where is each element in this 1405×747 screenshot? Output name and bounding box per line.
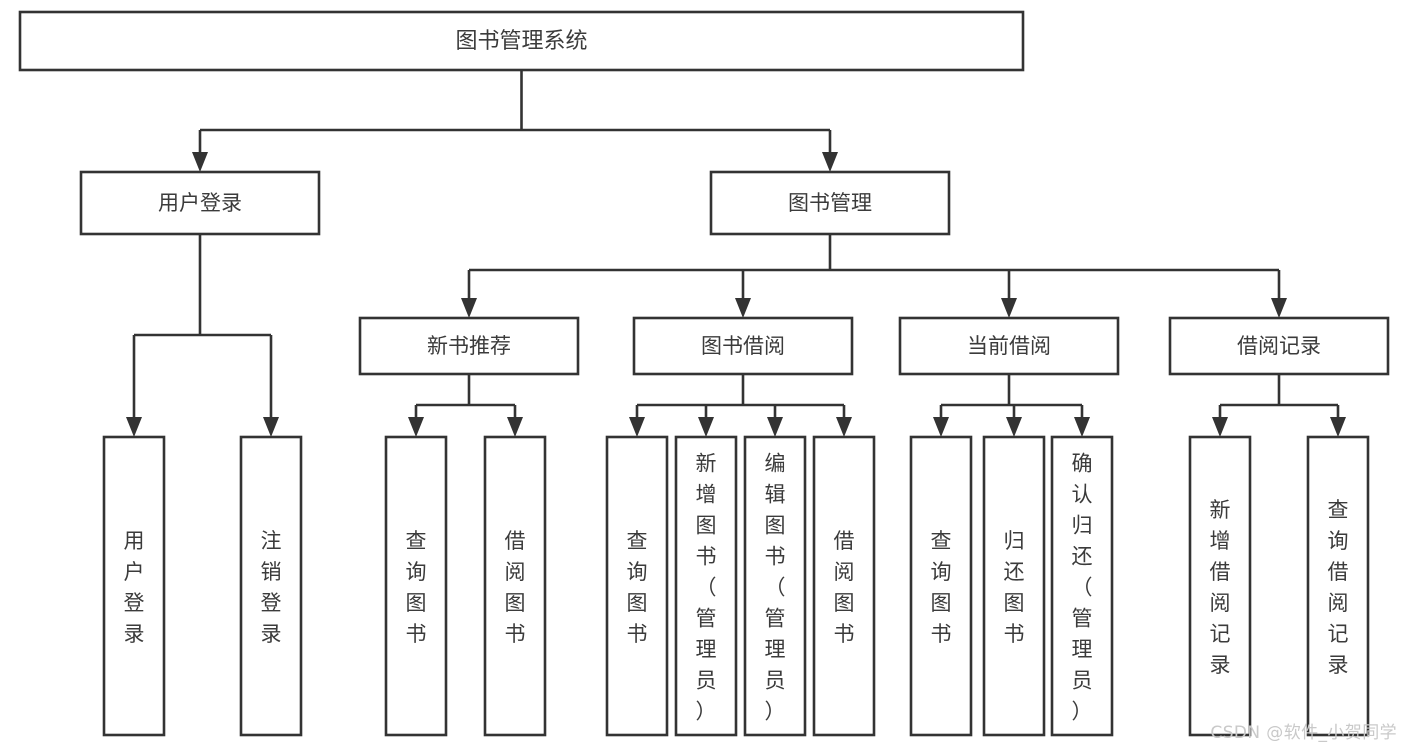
- connector-edges-layer: [126, 70, 1346, 437]
- node-leaf-borrow-book-1[interactable]: 借阅图书: [483, 435, 547, 737]
- node-book-manage-box: [709, 170, 951, 236]
- node-root-label: 图书管理系统: [455, 29, 587, 54]
- edge-book-manage-to-book-borrow-arrowhead: [735, 298, 751, 318]
- edge-user-login-to-leaf-logout-arrowhead: [263, 417, 279, 437]
- node-current-borrow[interactable]: 当前借阅: [898, 316, 1120, 376]
- node-book-borrow-label: 图书借阅: [701, 334, 785, 358]
- node-book-borrow[interactable]: 图书借阅: [632, 316, 854, 376]
- node-root[interactable]: 图书管理系统: [18, 10, 1025, 72]
- node-leaf-add-record-label: 新增借阅记录: [1210, 498, 1231, 677]
- node-leaf-borrow-book-2-box: [812, 435, 876, 737]
- edge-book-borrow-to-leaf-edit-book-arrowhead: [767, 417, 783, 437]
- edge-current-borrow-to-leaf-query-book-3-arrowhead: [933, 417, 949, 437]
- node-book-manage-label: 图书管理: [788, 191, 872, 215]
- csdn-watermark: CSDN @软件_小贺同学: [1210, 723, 1397, 743]
- node-leaf-query-book-1-label: 查询图书: [406, 529, 427, 646]
- edge-root-to-book-manage-arrowhead: [822, 152, 838, 172]
- node-leaf-query-book-3[interactable]: 查询图书: [909, 435, 973, 737]
- edge-book-borrow-to-leaf-query-book-2-arrowhead: [629, 417, 645, 437]
- node-user-login-box: [79, 170, 321, 236]
- node-leaf-query-book-2-label: 查询图书: [627, 529, 648, 646]
- node-leaf-add-record-box: [1188, 435, 1252, 737]
- edge-user-login-to-leaf-user-login-arrowhead: [126, 417, 142, 437]
- edge-book-manage-to-new-book-rec-arrowhead: [461, 298, 477, 318]
- node-leaf-query-book-3-box: [909, 435, 973, 737]
- node-leaf-borrow-book-2[interactable]: 借阅图书: [812, 435, 876, 737]
- node-new-book-rec-label: 新书推荐: [427, 334, 511, 358]
- node-leaf-add-record[interactable]: 新增借阅记录: [1188, 435, 1252, 737]
- node-leaf-query-record[interactable]: 查询借阅记录: [1306, 435, 1370, 737]
- node-leaf-query-record-box: [1306, 435, 1370, 737]
- edge-new-book-rec-to-leaf-borrow-book-1-arrowhead: [507, 417, 523, 437]
- node-new-book-rec[interactable]: 新书推荐: [358, 316, 580, 376]
- node-leaf-query-record-label: 查询借阅记录: [1328, 498, 1349, 677]
- node-leaf-edit-book[interactable]: 编辑图书（管理员）: [743, 435, 807, 737]
- node-current-borrow-label: 当前借阅: [967, 334, 1051, 358]
- edge-new-book-rec-to-leaf-query-book-1-arrowhead: [408, 417, 424, 437]
- node-leaf-return-book[interactable]: 归还图书: [982, 435, 1046, 737]
- edge-book-borrow-to-leaf-add-book-arrowhead: [698, 417, 714, 437]
- node-leaf-confirm-return-label: 确认归还（管理员）: [1072, 452, 1093, 724]
- node-leaf-borrow-book-2-label: 借阅图书: [834, 529, 855, 646]
- edge-book-manage-to-borrow-record-arrowhead: [1271, 298, 1287, 318]
- edge-current-borrow-to-leaf-return-book-arrowhead: [1006, 417, 1022, 437]
- node-leaf-add-book[interactable]: 新增图书（管理员）: [674, 435, 738, 737]
- node-leaf-add-book-label: 新增图书（管理员）: [696, 452, 717, 724]
- node-leaf-confirm-return[interactable]: 确认归还（管理员）: [1050, 435, 1114, 737]
- node-leaf-logout[interactable]: 注销登录: [239, 435, 303, 737]
- node-leaf-query-book-2-box: [605, 435, 669, 737]
- node-leaf-query-book-1[interactable]: 查询图书: [384, 435, 448, 737]
- node-root-box: [18, 10, 1025, 72]
- edge-book-borrow-to-leaf-borrow-book-2-arrowhead: [836, 417, 852, 437]
- node-leaf-borrow-book-1-label: 借阅图书: [505, 529, 526, 646]
- node-leaf-confirm-return-box: [1050, 435, 1114, 737]
- node-borrow-record-box: [1168, 316, 1390, 376]
- edge-book-manage-to-current-borrow-arrowhead: [1001, 298, 1017, 318]
- edge-borrow-record-to-leaf-query-record-arrowhead: [1330, 417, 1346, 437]
- node-book-manage[interactable]: 图书管理: [709, 170, 951, 236]
- node-borrow-record[interactable]: 借阅记录: [1168, 316, 1390, 376]
- node-leaf-add-book-box: [674, 435, 738, 737]
- node-leaf-query-book-2[interactable]: 查询图书: [605, 435, 669, 737]
- node-leaf-user-login[interactable]: 用户登录: [102, 435, 166, 737]
- node-leaf-query-book-3-label: 查询图书: [931, 529, 952, 646]
- node-leaf-user-login-box: [102, 435, 166, 737]
- node-leaf-edit-book-box: [743, 435, 807, 737]
- node-book-borrow-box: [632, 316, 854, 376]
- node-leaf-return-book-box: [982, 435, 1046, 737]
- node-leaf-edit-book-label: 编辑图书（管理员）: [765, 452, 786, 724]
- edge-borrow-record-to-leaf-add-record-arrowhead: [1212, 417, 1228, 437]
- node-leaf-logout-box: [239, 435, 303, 737]
- node-user-login[interactable]: 用户登录: [79, 170, 321, 236]
- node-current-borrow-box: [898, 316, 1120, 376]
- edge-root-to-user-login-arrowhead: [192, 152, 208, 172]
- node-new-book-rec-box: [358, 316, 580, 376]
- edge-current-borrow-to-leaf-confirm-return-arrowhead: [1074, 417, 1090, 437]
- node-boxes-layer: 图书管理系统用户登录图书管理新书推荐图书借阅当前借阅借阅记录用户登录注销登录查询…: [18, 10, 1390, 737]
- node-leaf-return-book-label: 归还图书: [1004, 529, 1025, 646]
- node-leaf-user-login-label: 用户登录: [124, 529, 145, 646]
- node-user-login-label: 用户登录: [158, 191, 242, 215]
- node-borrow-record-label: 借阅记录: [1237, 334, 1321, 358]
- node-leaf-borrow-book-1-box: [483, 435, 547, 737]
- node-leaf-logout-label: 注销登录: [261, 529, 282, 646]
- node-leaf-query-book-1-box: [384, 435, 448, 737]
